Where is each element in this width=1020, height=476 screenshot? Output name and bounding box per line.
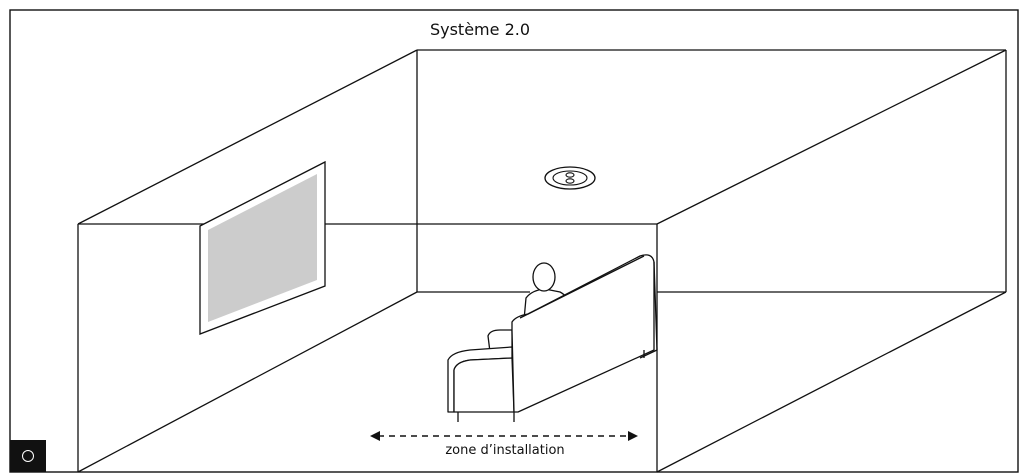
floor-right-diagonal — [656, 291, 1007, 473]
corner-marker — [10, 440, 46, 472]
room-walls — [77, 49, 1007, 473]
person-arm — [487, 329, 513, 353]
sofa-back — [511, 254, 655, 413]
floor-left-diagonal — [77, 291, 418, 473]
screen-surface — [208, 174, 317, 322]
ceiling-speaker-icon — [544, 166, 596, 190]
installation-zone-label: zone d’installation — [445, 443, 565, 458]
ceiling-right-diagonal — [656, 49, 1007, 225]
sofa-right-side — [639, 261, 658, 359]
installation-zone-arrow — [370, 431, 638, 441]
sofa-seat-front — [453, 357, 515, 413]
wall-screen — [199, 160, 326, 335]
sofa — [447, 254, 658, 422]
ceiling-left-diagonal — [77, 49, 418, 225]
sofa-back-top — [519, 255, 645, 319]
person-head — [532, 262, 556, 292]
circle-marker-icon — [22, 450, 34, 462]
diagram-title: Système 2.0 — [429, 20, 531, 39]
